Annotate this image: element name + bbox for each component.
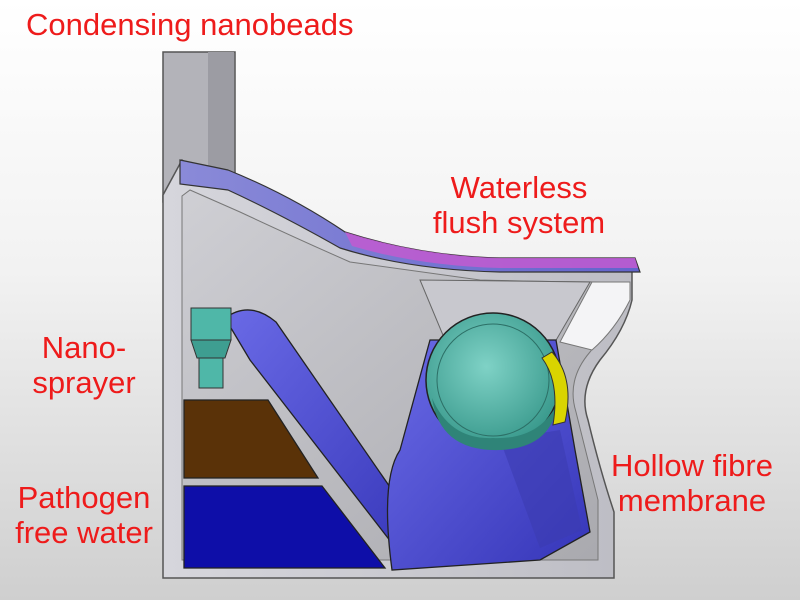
label-nano-line1: Nano-	[41, 330, 127, 365]
label-hollow-line1: Hollow fibre	[611, 448, 773, 483]
bowl-rim-white	[559, 281, 631, 351]
label-nano-sprayer: Nano- sprayer	[22, 330, 146, 400]
chamber-inner-shade	[500, 430, 582, 548]
label-pathogen-line1: Pathogen	[17, 480, 151, 515]
label-nano-line2: sprayer	[32, 365, 136, 400]
label-pathogen-line2: free water	[15, 515, 153, 550]
seat-highlight	[345, 232, 638, 268]
label-waterless-flush-system: Waterless flush system	[424, 170, 614, 240]
pathogen-free-water-tank	[183, 485, 387, 569]
condensate-tank	[183, 399, 320, 479]
label-waterless-line2: flush system	[432, 205, 606, 240]
label-pathogen-free-water: Pathogen free water	[8, 480, 160, 550]
label-condensing-nanobeads: Condensing nanobeads	[26, 7, 354, 42]
nano-sprayer-device	[190, 307, 232, 389]
yellow-rotor-part	[541, 351, 569, 426]
label-hollow-line2: membrane	[617, 483, 767, 518]
label-waterless-line1: Waterless	[450, 170, 588, 205]
label-hollow-fibre-membrane: Hollow fibre membrane	[600, 448, 784, 518]
membrane-drum	[425, 312, 561, 451]
